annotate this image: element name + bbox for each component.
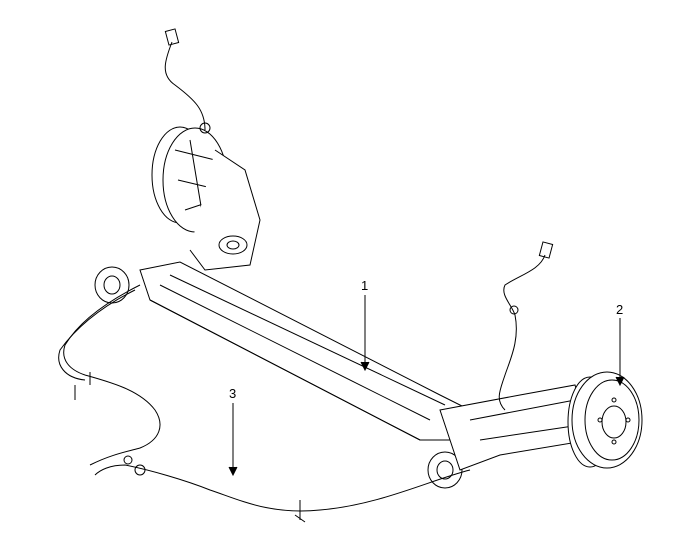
left-bushing [94, 266, 130, 304]
right-trailing-arm [439, 384, 591, 471]
left-wheel-speed-sensor-cable [164, 41, 206, 131]
brake-drum [567, 371, 643, 469]
axle-beam [139, 261, 471, 441]
left-backing-plate [151, 126, 261, 271]
callout-2-label: 2 [616, 302, 624, 317]
right-bushing [427, 451, 463, 489]
right-wheel-speed-sensor-cable [498, 254, 546, 411]
callout-3-label: 3 [229, 386, 237, 401]
parking-brake-cable [58, 284, 471, 523]
callout-1-label: 1 [361, 278, 369, 293]
